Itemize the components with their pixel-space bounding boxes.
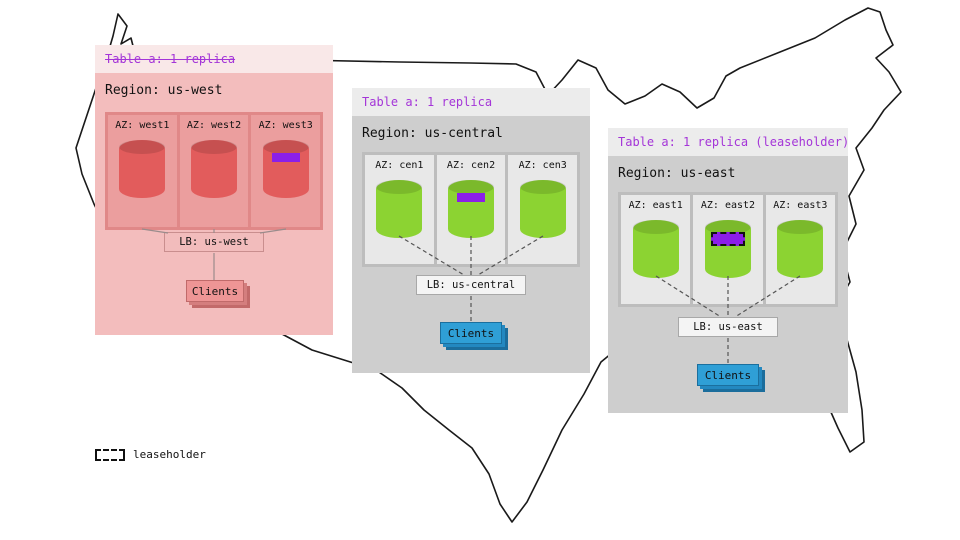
- az-label: AZ: west1: [115, 120, 170, 131]
- az-label: AZ: east3: [773, 200, 828, 211]
- database-cylinder: [704, 220, 751, 278]
- region-title: Region: us-west: [105, 83, 223, 98]
- leaseholder-range-marker: [710, 232, 745, 246]
- clients-box: Clients: [440, 322, 502, 344]
- az-cell-cen1: AZ: cen1: [365, 155, 434, 264]
- load-balancer: LB: us-east: [678, 317, 778, 337]
- region-panel-us-central: Table a: 1 replica Region: us-central AZ…: [352, 88, 590, 373]
- az-cell-cen2: AZ: cen2: [436, 155, 506, 264]
- legend-label: leaseholder: [133, 448, 206, 461]
- region-panel-us-west: Table a: 1 replica Region: us-west AZ: w…: [95, 45, 333, 335]
- table-header-us-west: Table a: 1 replica: [95, 45, 333, 73]
- az-cell-west1: AZ: west1: [108, 115, 177, 227]
- az-label: AZ: east1: [628, 200, 683, 211]
- az-row: AZ: west1 AZ: west2 AZ: west3: [105, 112, 323, 230]
- database-cylinder: [632, 220, 679, 278]
- leaseholder-legend-icon: [95, 448, 125, 461]
- az-cell-east3: AZ: east3: [765, 195, 835, 304]
- az-label: AZ: cen1: [375, 160, 424, 171]
- az-cell-east1: AZ: east1: [621, 195, 691, 304]
- az-cell-cen3: AZ: cen3: [508, 155, 578, 264]
- region-title: Region: us-central: [362, 126, 503, 141]
- az-row: AZ: east1 AZ: east2 AZ: east3: [618, 192, 838, 307]
- load-balancer: LB: us-central: [416, 275, 526, 295]
- replica-range-marker: [271, 153, 300, 162]
- database-cylinder: [262, 140, 309, 198]
- az-row: AZ: cen1 AZ: cen2 AZ: cen3: [362, 152, 580, 267]
- az-label: AZ: west2: [186, 120, 242, 131]
- table-header-us-east: Table a: 1 replica (leaseholder): [608, 128, 848, 156]
- database-cylinder: [448, 180, 494, 238]
- region-title: Region: us-east: [618, 166, 736, 181]
- database-cylinder: [191, 140, 237, 198]
- az-cell-east2: AZ: east2: [693, 195, 763, 304]
- az-cell-west2: AZ: west2: [179, 115, 249, 227]
- az-label: AZ: cen2: [446, 160, 496, 171]
- table-label: Table a: 1 replica: [362, 95, 493, 109]
- database-cylinder: [376, 180, 423, 238]
- az-label: AZ: east2: [700, 200, 756, 211]
- table-label: Table a: 1 replica (leaseholder): [618, 135, 848, 149]
- az-label: AZ: cen3: [518, 160, 567, 171]
- region-panel-us-east: Table a: 1 replica (leaseholder) Region:…: [608, 128, 848, 413]
- az-cell-west3: AZ: west3: [251, 115, 321, 227]
- database-cylinder: [119, 140, 166, 198]
- legend: leaseholder: [95, 448, 206, 461]
- az-label: AZ: west3: [258, 120, 313, 131]
- table-header-us-central: Table a: 1 replica: [352, 88, 590, 116]
- clients-box: Clients: [186, 280, 244, 302]
- database-cylinder: [777, 220, 824, 278]
- table-label: Table a: 1 replica: [105, 52, 236, 66]
- replica-range-marker: [457, 193, 485, 202]
- load-balancer: LB: us-west: [164, 232, 264, 252]
- database-cylinder: [519, 180, 566, 238]
- clients-box: Clients: [697, 364, 759, 386]
